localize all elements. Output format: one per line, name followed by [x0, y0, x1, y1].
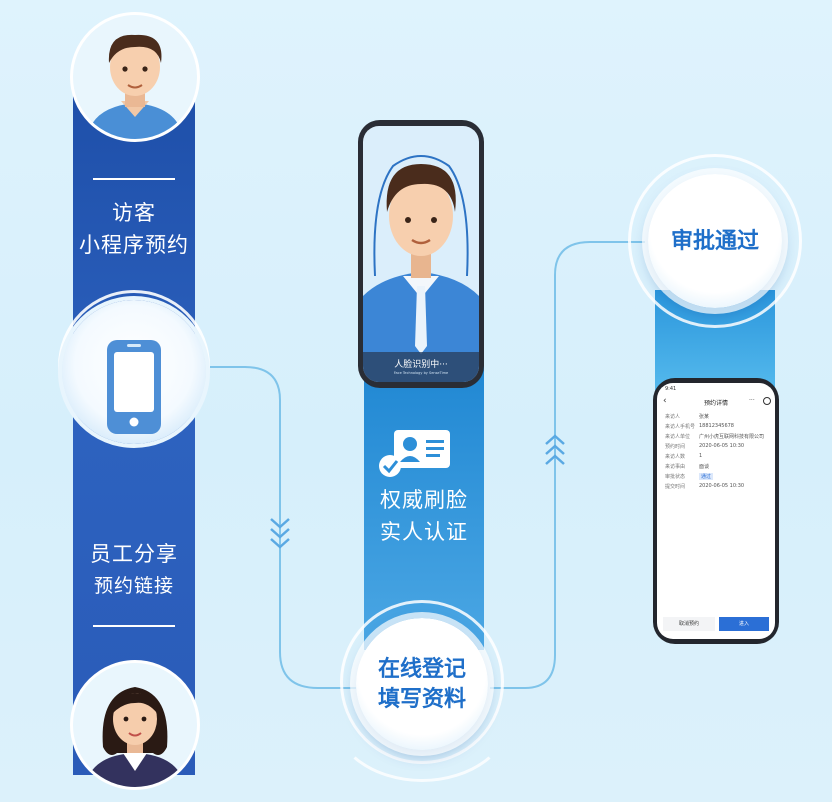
detail-row-value: 2020-06-05 10:30 — [699, 483, 745, 489]
visitor-line1: 访客 — [112, 201, 156, 225]
woman-icon — [85, 687, 185, 787]
detail-row-key: 来访事由 — [665, 463, 686, 470]
register-disc — [356, 618, 488, 750]
auth-label: 权威刷脸 实人认证 — [364, 484, 484, 548]
detail-row: 来访人数 1 — [665, 451, 771, 461]
mobile-phone-icon — [107, 340, 161, 434]
connector-left-to-register — [210, 366, 356, 689]
face-caption-text: Face Technology by SenseTime — [393, 371, 449, 375]
register-line2: 填写资料 — [377, 687, 466, 712]
detail-row: 预约时间 2020-06-05 10:30 — [665, 441, 771, 451]
detail-row-value: 通过 — [699, 472, 714, 480]
detail-row: 来访事由 面谈 — [665, 461, 771, 471]
detail-row-key: 预约时间 — [665, 443, 686, 450]
face-phone-screen: 人脸识别中··· Face Technology by SenseTime — [363, 126, 479, 382]
up-chevrons-icon — [545, 434, 565, 465]
more-menu-icon[interactable]: ··· — [749, 397, 755, 404]
register-label: 在线登记 填写资料 — [356, 655, 488, 715]
approve-disc — [648, 174, 782, 308]
detail-row-key: 来访人单位 — [665, 433, 691, 440]
detail-row-key: 来访人 — [665, 413, 681, 420]
down-chevrons-icon — [270, 518, 290, 549]
share-line1: 员工分享 — [90, 542, 178, 566]
approve-ring-outer — [628, 154, 802, 328]
detail-row: 提交时间 2020-06-05 10:30 — [665, 481, 771, 491]
share-label: 员工分享 预约链接 — [73, 538, 195, 602]
divider-bottom — [93, 625, 175, 627]
detail-row-value: 广州小虎互联网科技有限公司 — [699, 433, 765, 440]
visitor-label: 访客 小程序预约 — [73, 197, 195, 261]
detail-row-key: 审批状态 — [665, 473, 686, 480]
auth-line1: 权威刷脸 — [380, 488, 468, 512]
face-status-text: 人脸识别中··· — [394, 360, 448, 370]
male-visitor-avatar — [70, 12, 200, 142]
detail-row-value: 1 — [699, 453, 703, 459]
detail-title: 预约详情 — [703, 400, 728, 407]
detail-row-key: 提交时间 — [665, 483, 686, 490]
detail-row-value: 2020-06-05 10:30 — [699, 443, 745, 449]
register-line1: 在线登记 — [377, 657, 466, 682]
approve-label: 审批通过 — [670, 229, 759, 254]
detail-row: 来访人单位 广州小虎互联网科技有限公司 — [665, 431, 771, 441]
id-verification-icon — [379, 430, 450, 477]
detail-row-value: 张某 — [699, 413, 710, 420]
divider-top — [93, 178, 175, 180]
close-circle-icon[interactable] — [763, 397, 771, 405]
share-line2: 预约链接 — [93, 575, 174, 597]
detail-row-value: 面谈 — [699, 463, 710, 470]
cancel-appointment-button[interactable]: 取消预约 — [663, 617, 715, 631]
connector-register-to-approve — [490, 241, 645, 689]
female-employee-avatar — [70, 660, 200, 790]
register-ring-outer-2 — [330, 642, 514, 782]
man-icon — [87, 34, 183, 139]
face-recognition-phone: 人脸识别中··· Face Technology by SenseTime — [358, 120, 484, 388]
back-chevron-icon[interactable]: ‹ — [663, 396, 667, 406]
detail-row-key: 来访人数 — [665, 453, 686, 460]
detail-row: 审批状态 通过 — [665, 471, 771, 481]
visitor-line2: 小程序预约 — [79, 233, 189, 257]
detail-row: 来访人 张某 — [665, 411, 771, 421]
enter-button[interactable]: 进入 — [719, 617, 769, 631]
detail-row-key: 来访人手机号 — [665, 423, 696, 430]
status-time: 9:41 — [665, 386, 677, 392]
detail-row-value: 18812345678 — [699, 423, 734, 429]
auth-line2: 实人认证 — [380, 520, 468, 544]
face-scan-portrait — [363, 155, 479, 382]
